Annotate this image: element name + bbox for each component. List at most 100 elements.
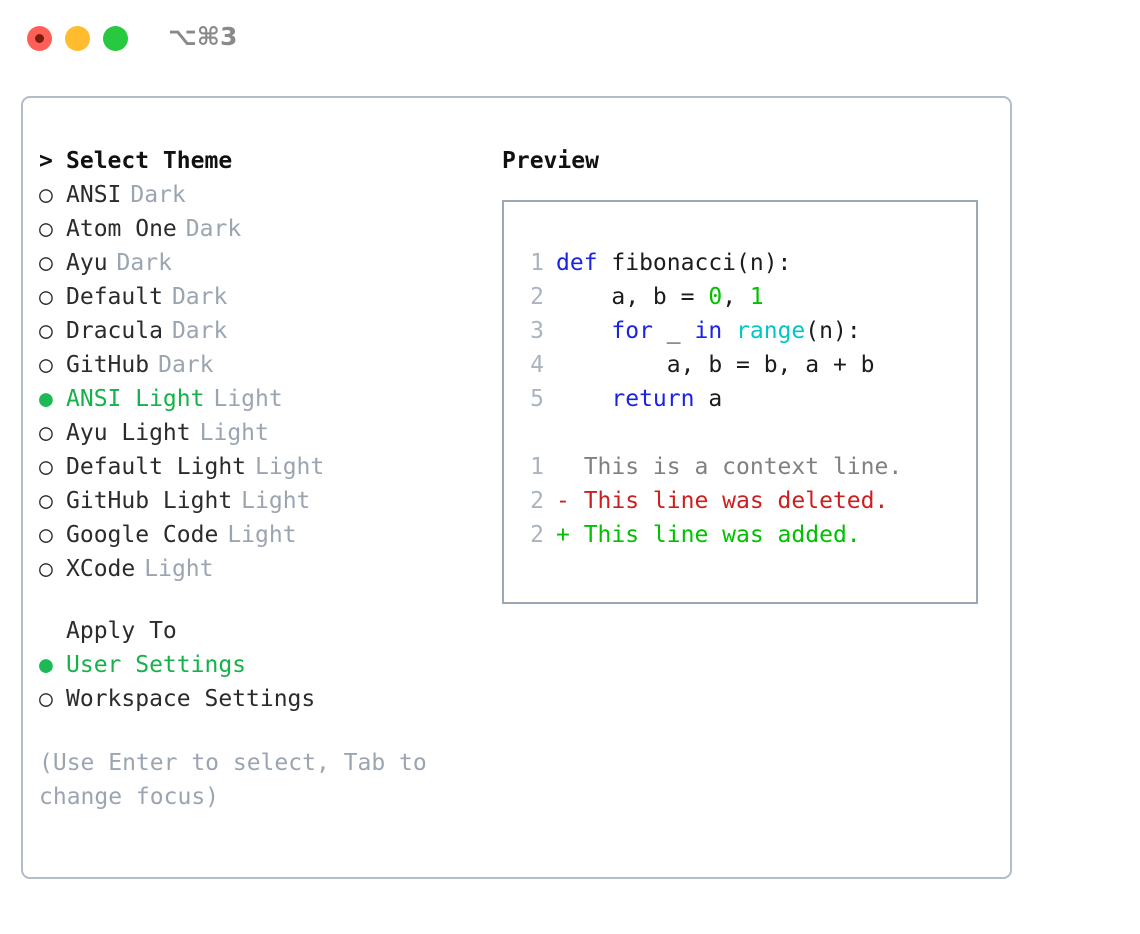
- code-line: 3 for _ in range(n):: [516, 314, 970, 348]
- title-bar: ⌥⌘3: [0, 0, 1140, 80]
- radio-unselected-icon: ○: [39, 352, 53, 378]
- radio-unselected-icon: ○: [39, 556, 53, 582]
- minimize-button[interactable]: [65, 26, 90, 51]
- code-line-text: return a: [556, 382, 722, 416]
- code-token-plain: _: [652, 318, 695, 344]
- theme-name: GitHub Light: [66, 488, 233, 514]
- line-number: 3: [530, 318, 544, 344]
- line-number: 2: [530, 284, 544, 310]
- code-line: 4 a, b = b, a + b: [516, 348, 970, 382]
- code-token-plain: ,: [722, 284, 750, 310]
- code-token-plain: [556, 386, 611, 412]
- radio-selected-icon: ●: [39, 386, 53, 412]
- line-number: 2: [530, 488, 544, 514]
- apply-to-option[interactable]: ○Workspace Settings: [39, 682, 489, 716]
- radio-unselected-icon: ○: [39, 454, 53, 480]
- radio-unselected-icon: ○: [39, 216, 53, 242]
- theme-variant-badge: Light: [227, 522, 297, 548]
- code-line-text: a, b = b, a + b: [556, 348, 875, 382]
- theme-list-item[interactable]: ○ Google Code Light: [39, 518, 489, 552]
- code-token-kw: def: [556, 250, 598, 276]
- apply-to-option[interactable]: ● User Settings: [39, 648, 489, 682]
- spacer: [39, 586, 489, 614]
- diff-line: 2 - This line was deleted.: [516, 484, 970, 518]
- theme-name: Google Code: [66, 522, 219, 548]
- diff-line: 2 + This line was added.: [516, 518, 970, 552]
- window-controls: [27, 26, 128, 51]
- radio-unselected-icon: ○: [39, 250, 53, 276]
- theme-variant-badge: Light: [241, 488, 311, 514]
- code-token-plain: a, b =: [556, 284, 709, 310]
- line-number: 5: [530, 386, 544, 412]
- code-line: 1 def fibonacci(n):: [516, 246, 970, 280]
- code-token-kw: return: [611, 386, 695, 412]
- diff-line-text-add: + This line was added.: [556, 522, 861, 548]
- apply-to-title: Apply To: [66, 618, 177, 644]
- code-token-num: 0: [708, 284, 723, 310]
- prompt-caret-icon: >: [39, 148, 53, 174]
- code-token-plain: fibonacci(n):: [597, 250, 792, 276]
- radio-unselected-icon: ○: [39, 488, 53, 514]
- theme-name: GitHub: [66, 352, 150, 378]
- theme-list-item[interactable]: ○ Ayu Light Light: [39, 416, 489, 450]
- preview-title: Preview: [502, 148, 599, 174]
- diff-line-text-del: - This line was deleted.: [556, 488, 889, 514]
- apply-to-option-label: User Settings: [66, 652, 247, 678]
- theme-name: Default: [66, 284, 163, 310]
- diff-line: 1 This is a context line.: [516, 450, 970, 484]
- code-token-num: 1: [749, 284, 764, 310]
- close-button[interactable]: [27, 26, 52, 51]
- theme-variant-badge: Light: [144, 556, 214, 582]
- code-line-text: def fibonacci(n):: [556, 246, 791, 280]
- line-number: 1: [530, 250, 544, 276]
- theme-variant-badge: Dark: [171, 318, 228, 344]
- keyboard-hint: (Use Enter to select, Tab to change focu…: [39, 750, 427, 810]
- code-token-kw: in: [694, 318, 723, 344]
- theme-variant-badge: Light: [199, 420, 269, 446]
- maximize-button[interactable]: [103, 26, 128, 51]
- radio-unselected-icon: ○: [39, 284, 53, 310]
- theme-variant-badge: Dark: [116, 250, 172, 276]
- radio-unselected-icon: ○: [39, 522, 53, 548]
- apply-to-header: ○ Apply To: [39, 614, 489, 648]
- code-blank-line: [516, 416, 970, 450]
- code-line: 2 a, b = 0, 1: [516, 280, 970, 314]
- code-token-plain: [722, 318, 736, 344]
- code-line-text: a, b = 0, 1: [556, 280, 764, 314]
- code-token-plain: (n):: [805, 318, 861, 344]
- theme-list-item[interactable]: ○ XCode Light: [39, 552, 489, 586]
- code-token-plain: a: [694, 386, 723, 412]
- line-number: 4: [530, 352, 544, 378]
- radio-unselected-icon: ○: [39, 420, 53, 446]
- theme-name: ANSI: [66, 182, 122, 208]
- diff-sample: 1 This is a context line. 2 - This line wa…: [516, 450, 970, 552]
- line-number: 2: [530, 522, 544, 548]
- theme-name: XCode: [66, 556, 136, 582]
- theme-variant-badge: Dark: [185, 216, 242, 242]
- code-token-kw: for: [611, 318, 653, 344]
- theme-picker-header: > Select Theme: [39, 144, 489, 178]
- theme-name: Dracula: [66, 318, 163, 344]
- theme-list-item[interactable]: ○ GitHub Light Light: [39, 484, 489, 518]
- code-token-plain: [556, 318, 611, 344]
- code-line: 5 return a: [516, 382, 970, 416]
- keyboard-shortcut-label: ⌥⌘3: [168, 22, 238, 51]
- code-token-plain: a, b = b, a + b: [556, 352, 875, 378]
- radio-selected-icon: ●: [39, 652, 53, 678]
- theme-name: Ayu Light: [66, 420, 191, 446]
